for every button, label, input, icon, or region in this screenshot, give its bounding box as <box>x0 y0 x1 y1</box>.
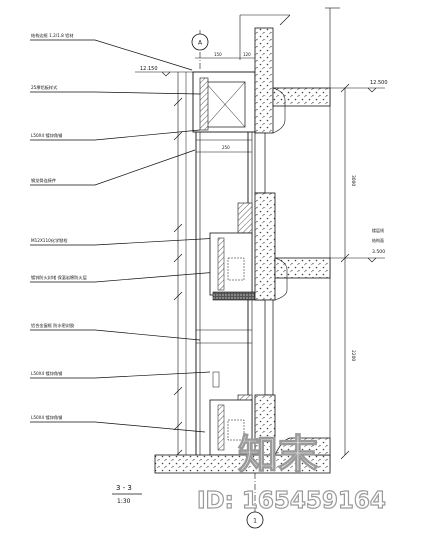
callout-leader <box>30 329 201 341</box>
callout-leader <box>30 271 219 283</box>
fire-barrier <box>209 202 266 301</box>
level-text: 3.500 <box>372 249 385 255</box>
callout-group <box>30 39 221 433</box>
level-text: 12.500 <box>370 80 388 86</box>
callout-label: 钢龙骨连接件 <box>31 177 56 184</box>
ground-slab <box>154 454 331 474</box>
level-text: 结构面 <box>372 237 384 243</box>
level-text: 楼层线 <box>372 227 384 233</box>
concrete-structure <box>154 27 331 474</box>
axis-bubble-label: A <box>198 40 203 47</box>
dim-text: 120 <box>243 52 251 57</box>
axis-bubble-label: 1 <box>253 518 257 525</box>
callout-label: L50X4 镀锌角钢 <box>31 370 62 377</box>
callout-leader <box>30 149 196 186</box>
callout-label: L50X4 镀锌角钢 <box>31 414 62 421</box>
dim-text: 2200 <box>350 350 356 361</box>
bottom-block <box>209 371 253 456</box>
upper-slab <box>272 87 331 107</box>
section-title: 3 - 3 <box>116 484 132 492</box>
callout-texts: 结构边框 1.2/1.8 铝材 25厚铝板样式 L50X4 镀锌角钢 钢龙骨连接… <box>31 32 87 421</box>
watermark: 知末 ID: 165459164 <box>196 431 386 514</box>
level-text: 12.150 <box>140 66 158 72</box>
axis-bubble <box>191 33 209 51</box>
watermark-logo: 知末 <box>238 432 318 478</box>
dim-text: 3000 <box>350 175 356 186</box>
callout-label: 铝合金窗框 防水密封胶 <box>31 322 74 329</box>
callout-leader <box>30 421 206 433</box>
middle-slab <box>274 257 331 279</box>
callout-label: 镀锌防火封堵 保温岩棉防火层 <box>31 274 87 281</box>
dim-text: 150 <box>214 52 222 57</box>
callout-label: 结构边框 1.2/1.8 铝材 <box>31 32 74 39</box>
callout-leader <box>30 371 211 379</box>
axis-bubble <box>246 511 264 529</box>
callout-leader <box>30 237 221 246</box>
section-scale: 1:30 <box>117 498 131 505</box>
watermark-id: ID: 165459164 <box>197 488 386 514</box>
callout-leader <box>30 91 201 95</box>
callout-leader <box>30 129 201 141</box>
dim-text: 250 <box>222 145 230 150</box>
callout-label: 25厚铝板样式 <box>31 84 58 91</box>
callout-label: M12X110化学锨栓 <box>31 237 68 244</box>
callout-leader <box>30 39 193 71</box>
callout-label: L50X4 镀锌角钢 <box>31 132 62 139</box>
